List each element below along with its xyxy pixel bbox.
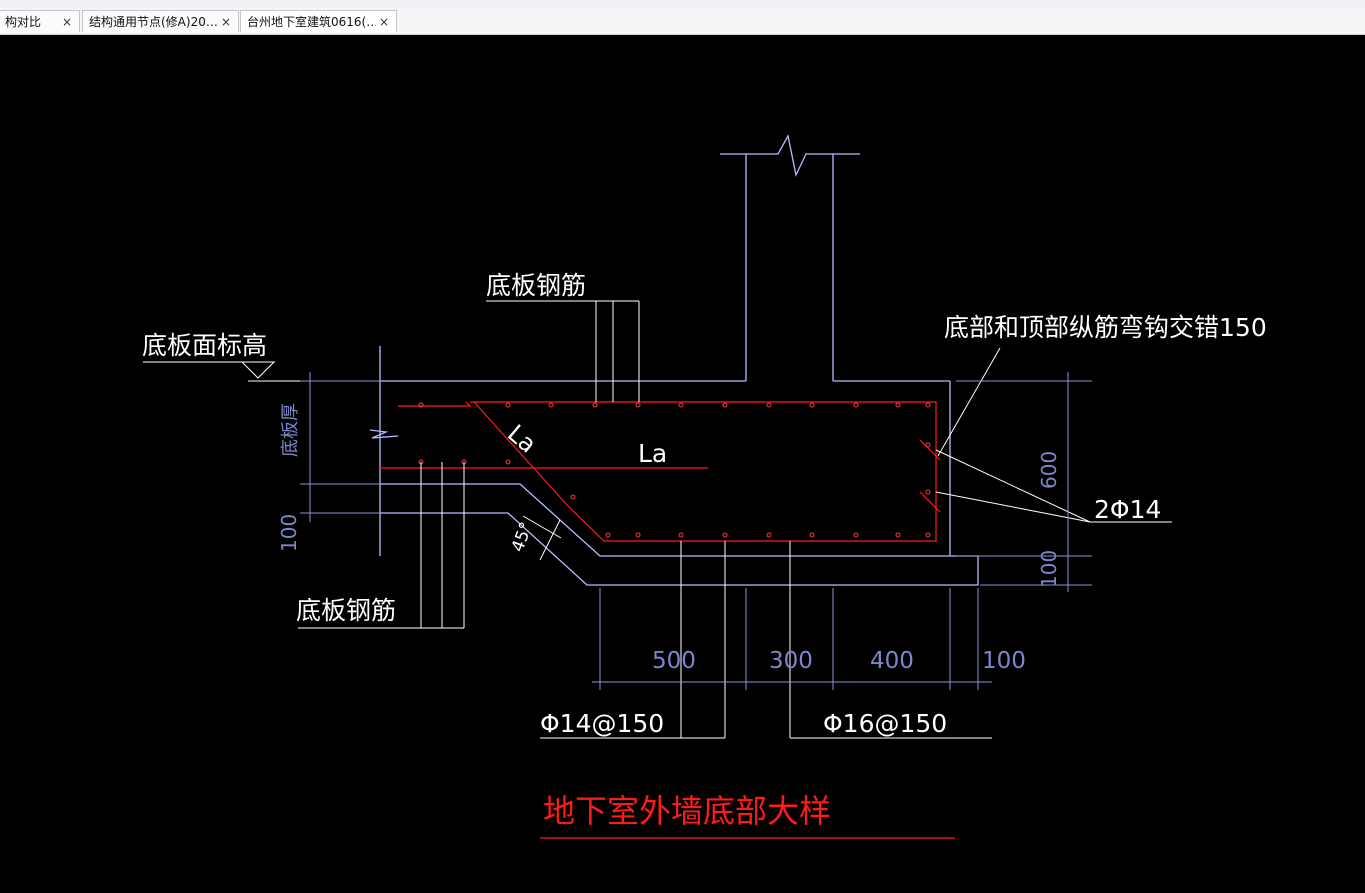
angle-label: 45° (508, 520, 537, 555)
tab-taizhou-basement[interactable]: 台州地下室建筑0616(… × (240, 10, 397, 32)
slab-top-elevation-label: 底板面标高 (142, 331, 267, 360)
dim-100-left: 100 (277, 514, 301, 552)
la-sloped-label: La (502, 419, 542, 458)
slab-rebar-bottom-label: 底板钢筋 (296, 596, 396, 625)
close-icon[interactable]: × (378, 14, 390, 29)
dim-400: 400 (870, 648, 914, 674)
dim-500: 500 (652, 648, 696, 674)
dimension-lines (300, 372, 1092, 690)
dim-300: 300 (769, 648, 813, 674)
document-tab-bar: 构对比 × 结构通用节点(修A)20… × 台州地下室建筑0616(… × (0, 8, 1365, 35)
dim-600: 600 (1037, 451, 1061, 489)
leader-lines (143, 300, 1172, 739)
cad-drawing-canvas[interactable]: 底板面标高 底板钢筋 底板钢筋 底板厚 底部和顶部纵筋弯钩交错150 La La… (0, 35, 1365, 889)
rebar-dots (418, 402, 931, 538)
tab-label: 结构通用节点(修A)20… (89, 15, 218, 29)
tab-structure-general-nodes[interactable]: 结构通用节点(修A)20… × (82, 10, 239, 32)
concrete-outline (369, 134, 979, 586)
rebar (380, 401, 941, 542)
slab-rebar-top-label: 底板钢筋 (486, 271, 586, 300)
cad-text: 底板面标高 底板钢筋 底板钢筋 底板厚 底部和顶部纵筋弯钩交错150 La La… (142, 271, 1267, 830)
drawing-title: 地下室外墙底部大样 (543, 792, 831, 830)
tab-label: 台州地下室建筑0616(… (247, 15, 376, 29)
tab-structure-compare[interactable]: 构对比 × (0, 10, 80, 32)
close-icon[interactable]: × (220, 14, 232, 29)
la-horizontal-label: La (638, 439, 667, 468)
close-icon[interactable]: × (61, 14, 73, 29)
dim-100-right: 100 (1037, 550, 1061, 588)
rebar-left-label: Φ14@150 (540, 709, 664, 738)
hook-note-label: 底部和顶部纵筋弯钩交错150 (944, 313, 1267, 342)
dim-100-bottom: 100 (982, 648, 1026, 674)
tab-label: 构对比 (5, 15, 42, 29)
rebar-right-label: Φ16@150 (823, 709, 947, 738)
slab-thickness-label: 底板厚 (280, 403, 301, 457)
bars-2phi14-label: 2Φ14 (1094, 495, 1161, 524)
